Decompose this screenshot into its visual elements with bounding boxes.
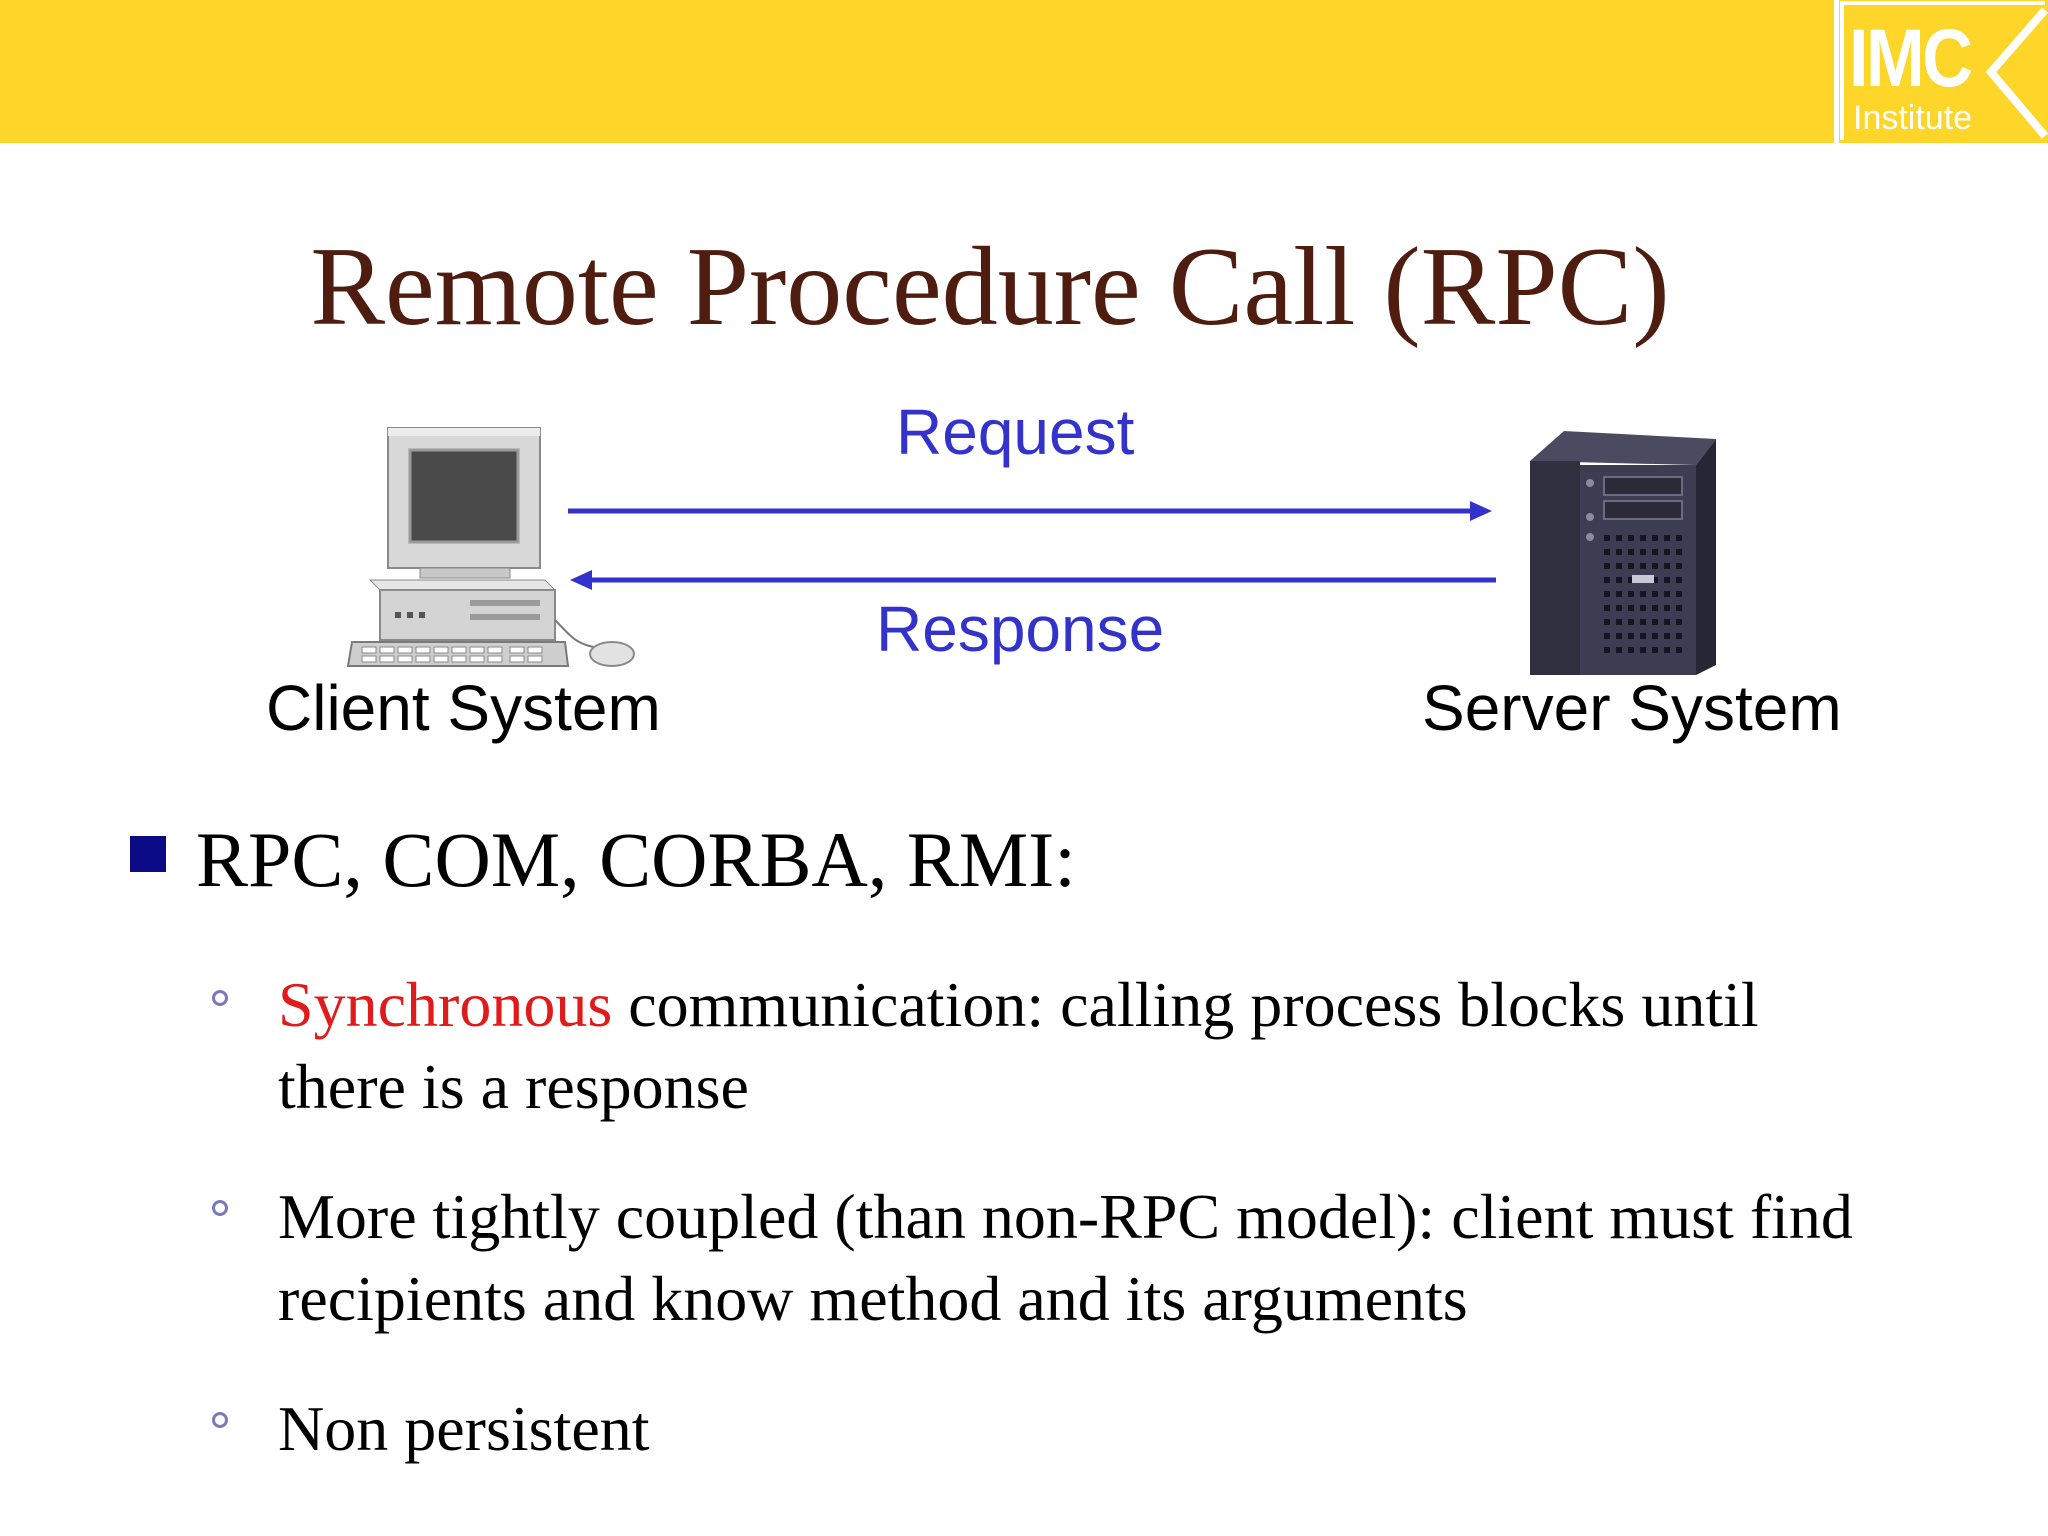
sub-bullet-1-rest: communication: calling process blocks un… [278,969,1759,1122]
response-label: Response [876,593,1165,665]
sub-bullet-ring-icon [212,1412,228,1428]
logo-sub-text: Institute [1853,99,1973,137]
response-arrow [570,570,1496,590]
imc-institute-logo: IMC Institute [1839,0,2048,143]
bullet-square-icon [130,836,166,872]
header-band [0,0,1834,143]
sub-bullet-ring-icon [212,1200,228,1216]
request-label: Request [896,396,1135,468]
slide-title: Remote Procedure Call (RPC) [310,225,1670,349]
bullet-main-text: RPC, COM, CORBA, RMI: [196,816,1076,903]
logo-border-graphic [1840,1,2048,140]
sub-bullet-2-text: More tightly coupled (than non-RPC model… [278,1181,1853,1334]
request-arrow [568,501,1492,521]
client-computer-icon [346,427,635,667]
server-system-label: Server System [1422,672,1842,744]
sub-bullet-1-text: Synchronous communication: calling proce… [278,964,1898,1128]
synchronous-highlight: Synchronous [278,969,613,1040]
logo-main-text: IMC [1849,13,1973,104]
sub-bullet-ring-icon [212,990,228,1006]
sub-bullet-3-text: Non persistent [278,1393,650,1464]
client-system-label: Client System [266,672,661,744]
server-tower-icon [1530,431,1716,675]
